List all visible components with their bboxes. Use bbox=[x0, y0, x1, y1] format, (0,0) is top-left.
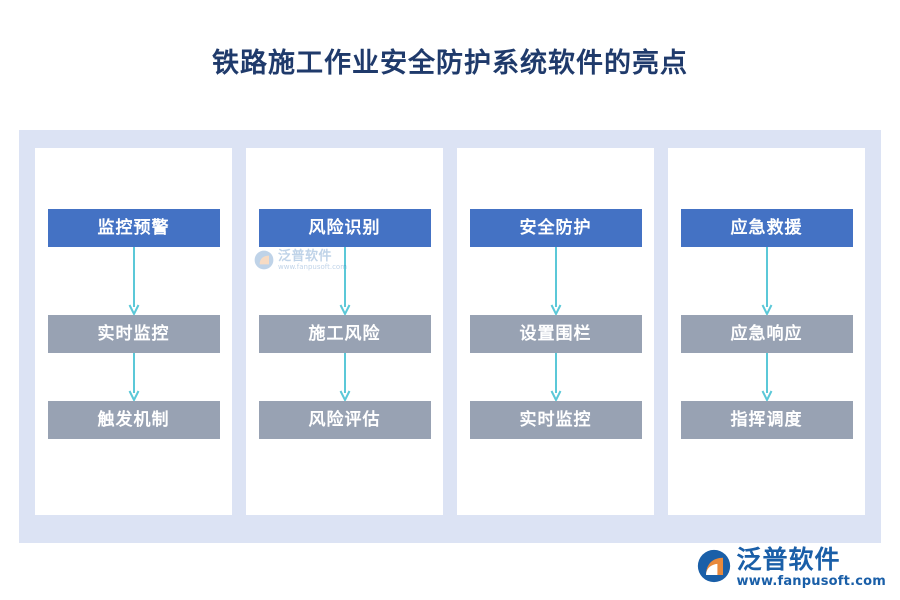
column-3-step-2[interactable]: 实时监控 bbox=[469, 401, 642, 439]
column-1-arrow-1 bbox=[127, 247, 141, 315]
diagram-columns: 监控预警 实时监控 触发机制 风险识别 泛普软件 www.fanp bbox=[35, 148, 865, 515]
column-3-header-box[interactable]: 安全防护 bbox=[469, 209, 642, 247]
column-4-arrow-2 bbox=[760, 353, 774, 401]
diagram-column-4: 应急救援 应急响应 指挥调度 bbox=[668, 148, 865, 515]
watermark-name: 泛普软件 bbox=[278, 248, 333, 264]
brand-logo[interactable]: 泛普软件 www.fanpusoft.com bbox=[697, 546, 886, 590]
column-4-header-box[interactable]: 应急救援 bbox=[680, 209, 853, 247]
column-1-header-box[interactable]: 监控预警 bbox=[47, 209, 220, 247]
column-3-step-1[interactable]: 设置围栏 bbox=[469, 315, 642, 353]
watermark-logo: 泛普软件 www.fanpusoft.com bbox=[254, 243, 394, 277]
column-1-arrow-2 bbox=[127, 353, 141, 401]
column-2-header-box[interactable]: 风险识别 bbox=[258, 209, 431, 247]
column-3-arrow-2 bbox=[549, 353, 563, 401]
column-4-arrow-1 bbox=[760, 247, 774, 315]
column-4-step-2[interactable]: 指挥调度 bbox=[680, 401, 853, 439]
diagram-column-2: 风险识别 泛普软件 www.fanpusoft.com 施工风险 风 bbox=[246, 148, 443, 515]
watermark-url: www.fanpusoft.com bbox=[278, 262, 348, 271]
brand-url: www.fanpusoft.com bbox=[736, 574, 886, 589]
watermark-mark-icon bbox=[254, 250, 274, 270]
fanpu-mark-icon bbox=[697, 549, 730, 583]
column-1-step-2[interactable]: 触发机制 bbox=[47, 401, 220, 439]
column-4-step-1[interactable]: 应急响应 bbox=[680, 315, 853, 353]
column-2-arrow-1 bbox=[338, 247, 352, 315]
column-2-step-2[interactable]: 风险评估 bbox=[258, 401, 431, 439]
brand-name: 泛普软件 bbox=[736, 545, 841, 574]
diagram-column-3: 安全防护 设置围栏 实时监控 bbox=[457, 148, 654, 515]
column-1-step-1[interactable]: 实时监控 bbox=[47, 315, 220, 353]
column-3-arrow-1 bbox=[549, 247, 563, 315]
column-2-arrow-2 bbox=[338, 353, 352, 401]
column-2-step-1[interactable]: 施工风险 bbox=[258, 315, 431, 353]
diagram-column-1: 监控预警 实时监控 触发机制 bbox=[35, 148, 232, 515]
page-title: 铁路施工作业安全防护系统软件的亮点 bbox=[212, 48, 688, 79]
